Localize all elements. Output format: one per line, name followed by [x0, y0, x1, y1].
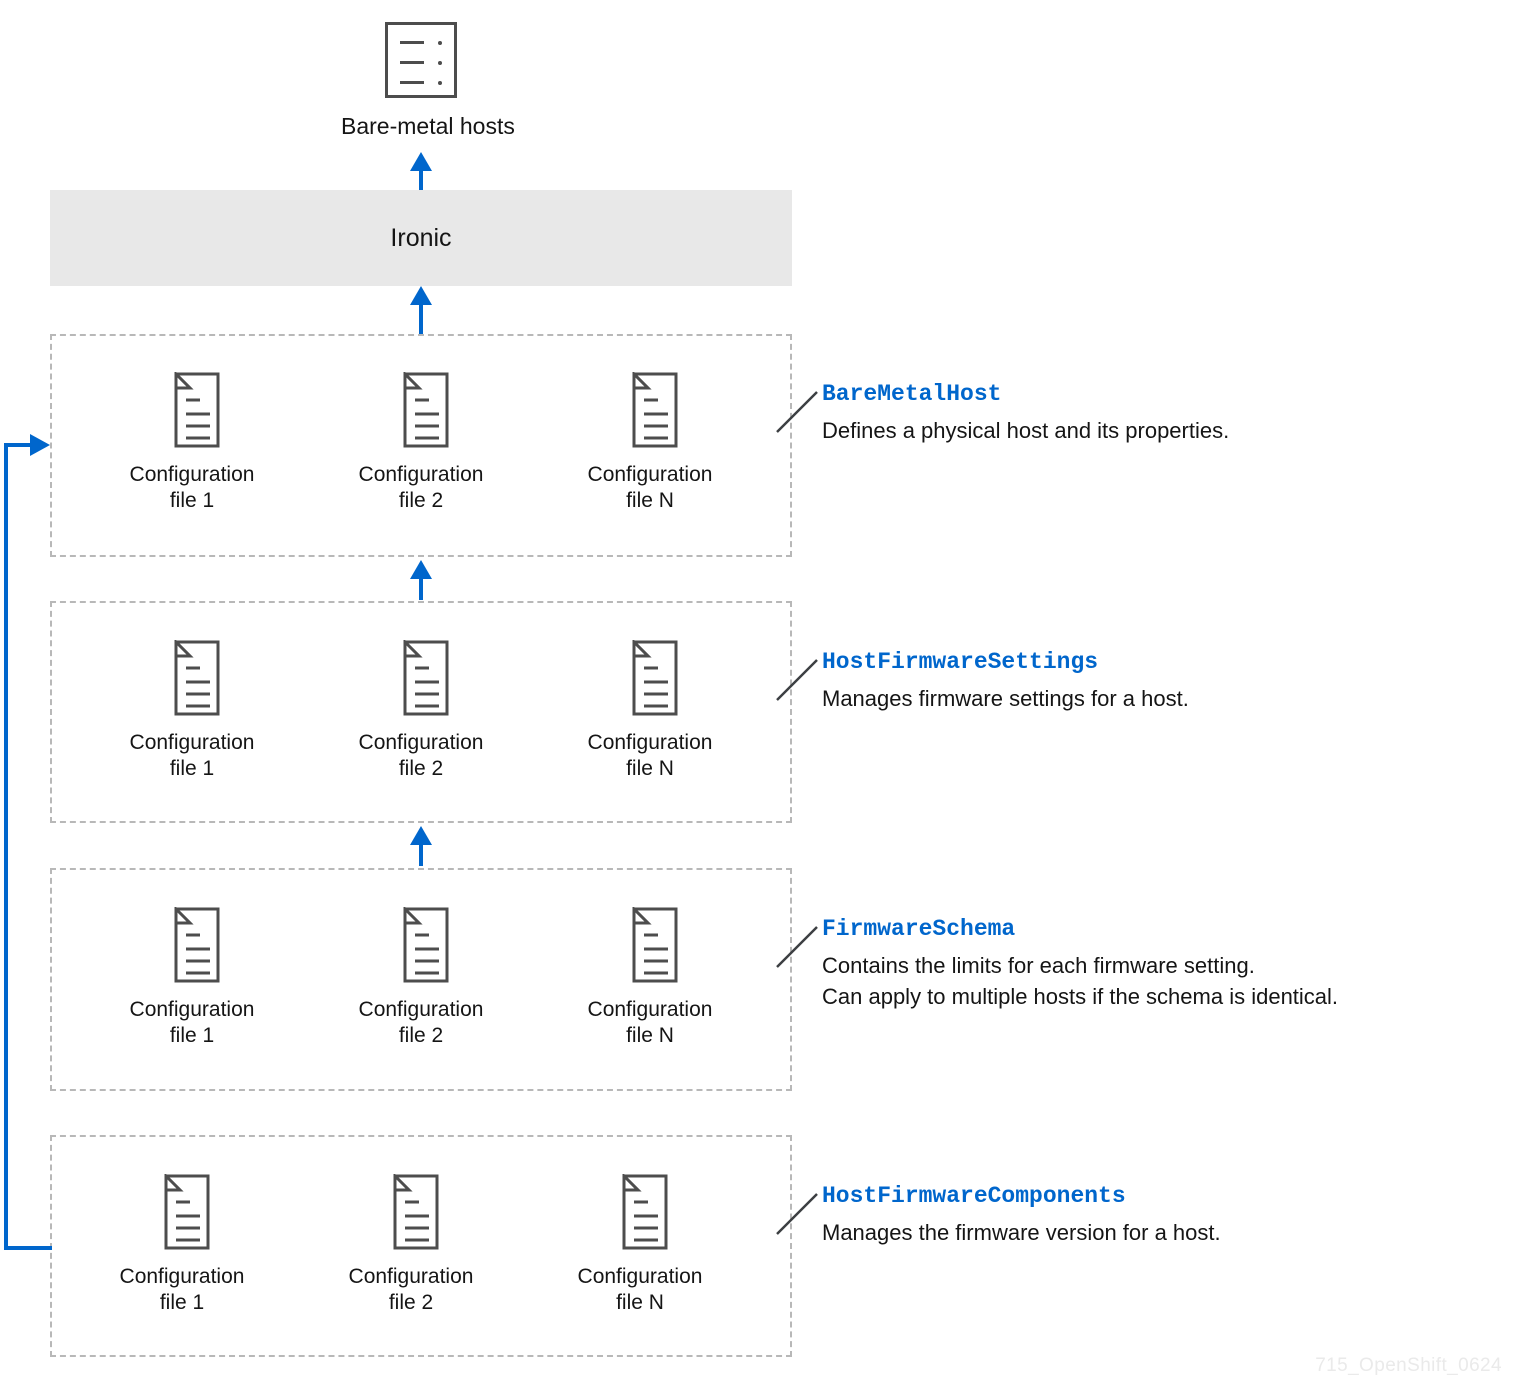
- config-file-label: Configuration file 2: [358, 998, 484, 1048]
- annotation-description: Defines a physical host and its properti…: [822, 417, 1230, 443]
- config-file-item: Configuration file N: [565, 640, 735, 783]
- config-file-label: Configuration file N: [587, 998, 713, 1048]
- annotation-title: HostFirmwareSettings: [822, 649, 1099, 675]
- annotation-description: Manages firmware settings for a host.: [822, 685, 1189, 711]
- document-icon: [403, 372, 449, 448]
- config-file-item: Configuration file N: [555, 1174, 725, 1317]
- annotation-title: BareMetalHost: [822, 381, 1002, 407]
- ironic-box: Ironic: [50, 190, 792, 286]
- annotation-description: Contains the limits for each firmware se…: [822, 952, 1339, 1010]
- config-file-label: Configuration file 2: [358, 731, 484, 781]
- group-box-firmwareschema: [50, 868, 792, 1091]
- config-file-item: Configuration file 2: [336, 907, 506, 1050]
- annotation-baremetalhost: BareMetalHost Defines a physical host an…: [822, 381, 1229, 446]
- config-file-item: Configuration file 2: [336, 640, 506, 783]
- feedback-loop-left-segment: [4, 443, 8, 1250]
- server-dot-3: [438, 81, 442, 85]
- arrow-shaft: [419, 169, 423, 190]
- config-file-label: Configuration file 1: [119, 1265, 245, 1315]
- arrow-shaft: [419, 303, 423, 334]
- leader-line-hostfirmwarecomponents: [775, 1192, 819, 1236]
- arrow-hostfirmwaresettings-to-baremetalhost: [410, 560, 432, 600]
- config-file-item: Configuration file N: [565, 907, 735, 1050]
- annotation-title: FirmwareSchema: [822, 916, 1016, 942]
- group-box-hostfirmwaresettings: [50, 601, 792, 823]
- server-dot-2: [438, 61, 442, 65]
- feedback-loop-top-segment: [4, 443, 32, 447]
- document-icon: [403, 640, 449, 716]
- config-file-label: Configuration file 2: [358, 463, 484, 513]
- config-file-item: Configuration file 2: [336, 372, 506, 515]
- config-file-label: Configuration file 1: [129, 731, 255, 781]
- config-file-label: Configuration file 1: [129, 998, 255, 1048]
- document-icon: [174, 372, 220, 448]
- document-icon: [174, 640, 220, 716]
- arrowhead-icon: [410, 286, 432, 305]
- arrow-shaft: [419, 577, 423, 600]
- annotation-firmwareschema: FirmwareSchema Contains the limits for e…: [822, 916, 1338, 1013]
- bare-metal-hosts-label: Bare-metal hosts: [341, 113, 515, 139]
- document-icon: [393, 1174, 439, 1250]
- leader-line-baremetalhost: [775, 390, 819, 434]
- document-icon: [632, 372, 678, 448]
- watermark: 715_OpenShift_0624: [1315, 1355, 1502, 1376]
- arrow-ironic-to-hosts: [410, 152, 432, 190]
- document-icon: [622, 1174, 668, 1250]
- arrowhead-icon: [410, 826, 432, 845]
- config-file-item: Configuration file 1: [107, 907, 277, 1050]
- annotation-hostfirmwarecomponents: HostFirmwareComponents Manages the firmw…: [822, 1183, 1221, 1248]
- bare-metal-hosts-node: Bare-metal hosts: [341, 22, 515, 139]
- config-file-item: Configuration file 1: [107, 640, 277, 783]
- document-icon: [632, 640, 678, 716]
- document-icon: [174, 907, 220, 983]
- arrowhead-icon: [410, 560, 432, 579]
- leader-line-firmwareschema: [775, 925, 819, 969]
- document-icon: [403, 907, 449, 983]
- config-file-label: Configuration file N: [587, 463, 713, 513]
- arrow-shaft: [419, 843, 423, 866]
- config-file-item: Configuration file 1: [97, 1174, 267, 1317]
- config-file-item: Configuration file 1: [107, 372, 277, 515]
- group-box-baremetalhost: [50, 334, 792, 557]
- config-file-item: Configuration file 2: [326, 1174, 496, 1317]
- server-list-icon: [385, 22, 457, 98]
- arrowhead-icon: [410, 152, 432, 171]
- annotation-title: HostFirmwareComponents: [822, 1183, 1126, 1209]
- config-file-label: Configuration file 1: [129, 463, 255, 513]
- server-line-1: [400, 41, 424, 44]
- server-line-2: [400, 61, 424, 64]
- ironic-label: Ironic: [390, 223, 452, 252]
- arrow-baremetalhost-to-ironic: [410, 286, 432, 334]
- leader-line-hostfirmwaresettings: [775, 658, 819, 702]
- server-dot-1: [438, 41, 442, 45]
- server-line-3: [400, 81, 424, 84]
- config-file-label: Configuration file N: [587, 731, 713, 781]
- config-file-label: Configuration file 2: [348, 1265, 474, 1315]
- document-icon: [164, 1174, 210, 1250]
- arrowhead-icon: [30, 434, 50, 456]
- feedback-loop-bottom-segment: [4, 1246, 52, 1250]
- arrow-firmwareschema-to-hostfirmwaresettings: [410, 826, 432, 866]
- document-icon: [632, 907, 678, 983]
- config-file-item: Configuration file N: [565, 372, 735, 515]
- annotation-hostfirmwaresettings: HostFirmwareSettings Manages firmware se…: [822, 649, 1189, 714]
- config-file-label: Configuration file N: [577, 1265, 703, 1315]
- annotation-description: Manages the firmware version for a host.: [822, 1219, 1221, 1245]
